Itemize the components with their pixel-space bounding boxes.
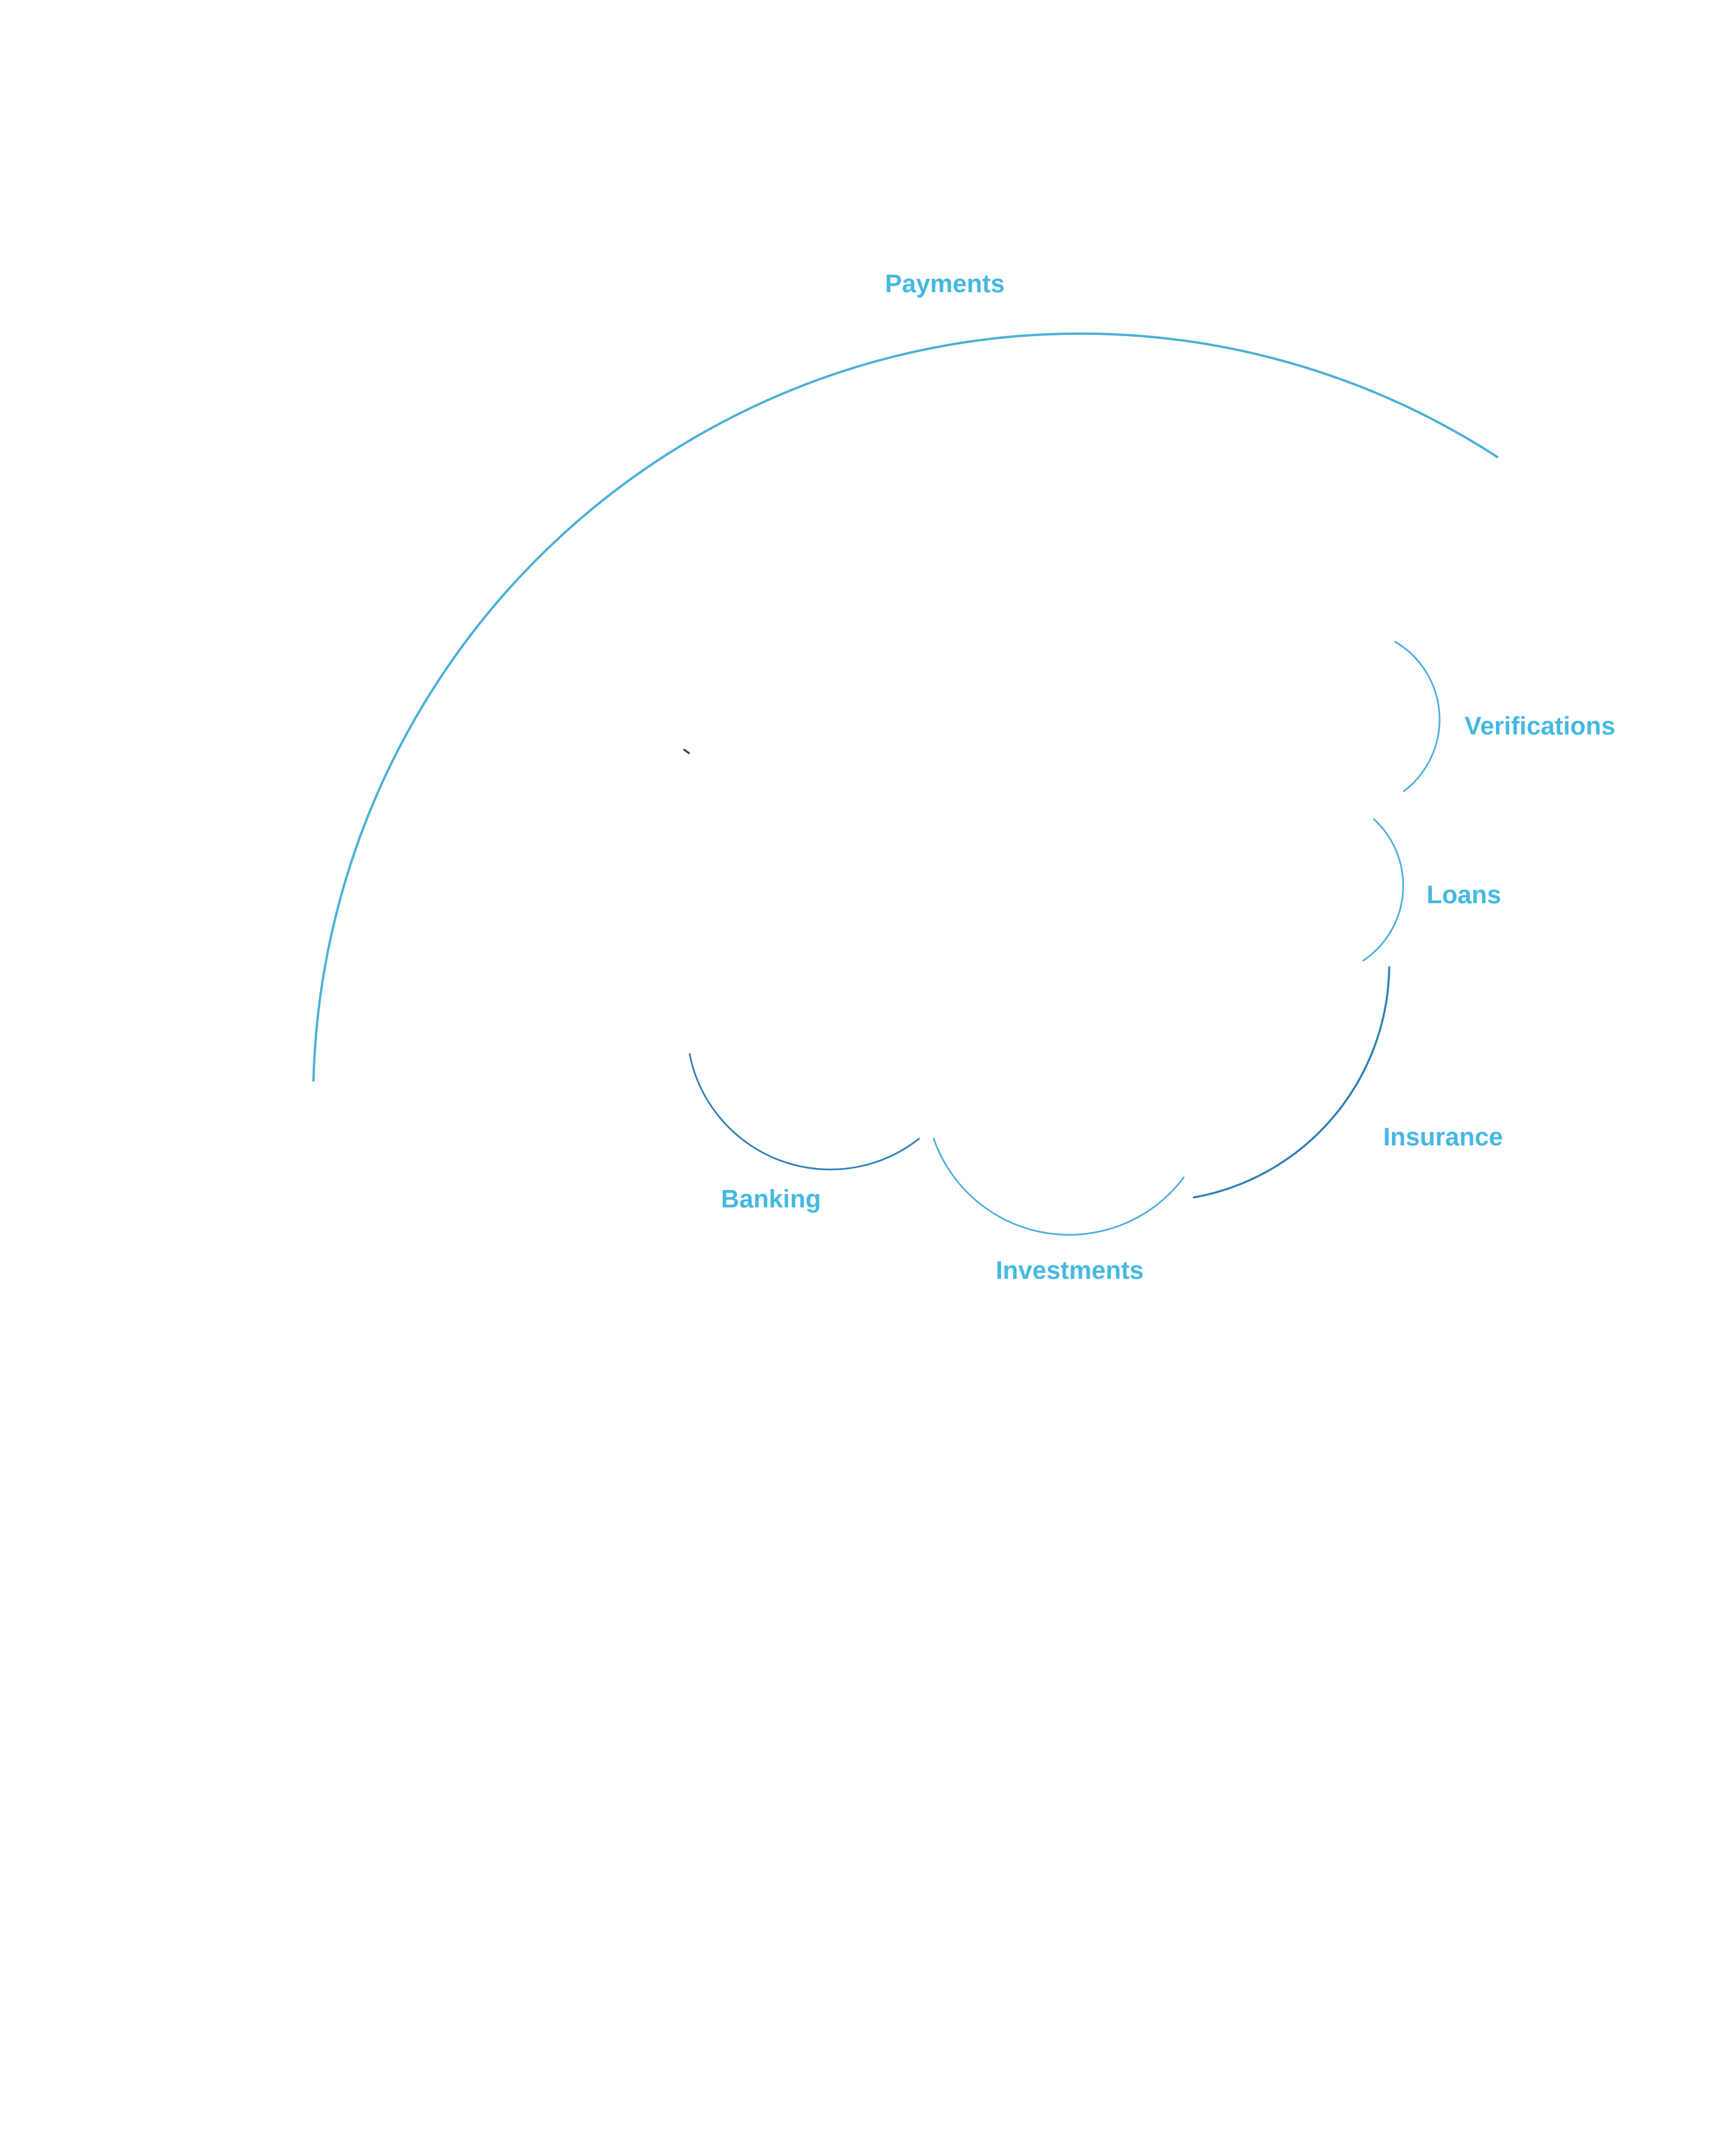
insurance-label: Insurance	[1383, 1123, 1503, 1151]
loans-arc	[1362, 818, 1405, 962]
segment-verifications: Verifications	[1394, 640, 1615, 792]
segment-banking: Banking	[688, 1053, 920, 1213]
segment-insurance: Insurance	[1192, 966, 1503, 1199]
small-mark	[683, 748, 690, 754]
banking-label: Banking	[721, 1185, 821, 1213]
investments-label: Investments	[996, 1257, 1144, 1285]
loans-label: Loans	[1427, 881, 1501, 909]
segment-payments: Payments	[312, 270, 1499, 1082]
segment-loans: Loans	[1362, 818, 1501, 962]
insurance-arc	[1192, 966, 1391, 1199]
segment-investments: Investments	[932, 1137, 1185, 1285]
banking-arc	[688, 1053, 920, 1171]
investments-arc	[932, 1137, 1185, 1236]
payments-label: Payments	[885, 270, 1005, 298]
payments-arc	[312, 332, 1499, 1082]
verifications-arc	[1394, 640, 1441, 792]
verifications-label: Verifications	[1465, 712, 1615, 740]
